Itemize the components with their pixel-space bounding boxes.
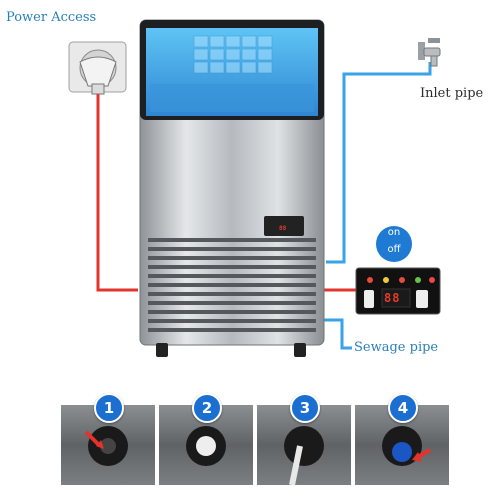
- power-access-label: Power Access: [6, 10, 97, 25]
- sewage-pipe-label: Sewage pipe: [354, 340, 439, 355]
- faucet-icon: [418, 38, 441, 67]
- machine-display-readout: 88: [279, 225, 287, 232]
- power-line: [96, 94, 138, 292]
- inlet-pipe-label: Inlet pipe: [420, 86, 484, 101]
- control-panel-icon: [355, 267, 441, 315]
- on-off-bubble: [376, 226, 412, 262]
- step-3-badge: 3: [290, 393, 320, 423]
- on-label: on: [387, 227, 401, 238]
- step-4-badge: 4: [388, 393, 418, 423]
- step-1-badge: 1: [94, 393, 124, 423]
- inlet-line: [326, 62, 432, 264]
- ice-machine-icon: [139, 19, 325, 357]
- panel-display-readout: 88: [384, 291, 401, 305]
- off-label: off: [387, 244, 401, 255]
- power-socket-icon: [68, 41, 127, 95]
- step-2-badge: 2: [192, 393, 222, 423]
- sewage-line: [322, 318, 352, 350]
